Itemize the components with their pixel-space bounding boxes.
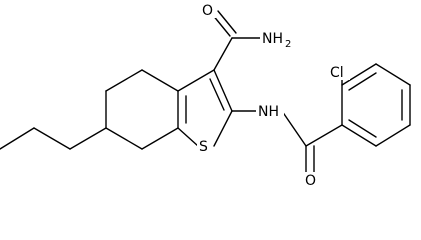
linker-nh-label: NH — [258, 104, 279, 120]
bond-nh-carbonyl — [281, 110, 307, 147]
amide-oxygen-label: O — [202, 3, 213, 19]
bond-ring-2-3 — [341, 63, 377, 86]
bond-ring-3-4 — [375, 63, 411, 86]
chlorine-label: Cl — [330, 65, 344, 81]
benzoyl-oxygen-label: O — [305, 173, 316, 186]
bond-c3-c3a — [177, 69, 215, 92]
bond-s-c7a — [177, 127, 199, 147]
bond-propyl-1-2 — [33, 127, 71, 150]
atom-labels: O NH 2 S NH O Cl — [197, 0, 350, 186]
bond-c2-s — [213, 110, 233, 147]
sulfur-label: S — [199, 139, 208, 155]
amide-nitrogen-label: NH — [262, 31, 283, 47]
molecule-canvas: O NH 2 S NH O Cl — [0, 0, 411, 186]
bond-c3a-c4 — [141, 69, 179, 92]
bond-ring-5-6 — [375, 124, 411, 147]
bond-c4-c5 — [105, 69, 143, 92]
bond-c3-carbonyl — [213, 37, 233, 71]
bond-c6-propyl-1 — [69, 127, 107, 150]
bond-propyl-2-3 — [0, 127, 35, 150]
bond-c3-c2-inner — [209, 78, 225, 111]
bond-ring-inner-c — [348, 119, 377, 138]
structure-diagram: O NH 2 S NH O Cl — [0, 0, 411, 186]
bond-c3-c2 — [213, 69, 233, 112]
bond-c6-c7 — [105, 127, 143, 150]
bond-carbonyl-oxygen-b — [217, 10, 237, 34]
bond-c7-c7a — [141, 127, 179, 150]
amide-nitrogen-subscript: 2 — [285, 39, 291, 50]
bond-carbonyl-ring — [305, 124, 343, 147]
bond-ring-6-1 — [341, 124, 377, 147]
bond-ring-inner-a — [348, 72, 377, 91]
